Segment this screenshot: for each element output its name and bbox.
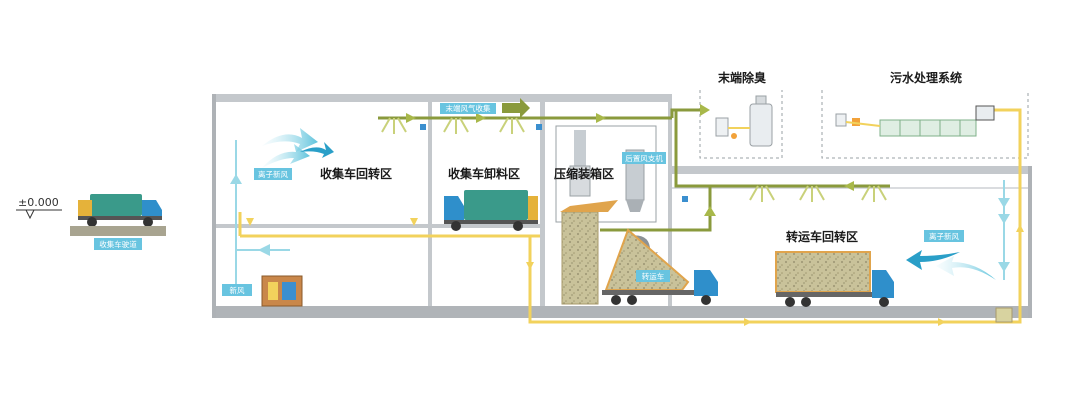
tag-fresh-air: 新风 [222, 284, 252, 296]
svg-text:离子新风: 离子新风 [929, 231, 959, 241]
column [428, 94, 432, 306]
sewage-equipment [835, 105, 995, 137]
label-collection-turn: 收集车回转区 [320, 166, 392, 181]
compactor-column [561, 211, 599, 305]
ion-air-flow-right [906, 250, 996, 280]
column [540, 94, 545, 306]
tag-rear-exhaust: 后置风支机 [622, 152, 666, 164]
label-collection-unload: 收集车卸料区 [448, 166, 520, 181]
transfer-truck-right [775, 251, 894, 307]
pipe-arrow [938, 318, 946, 326]
label-compress-box: 压缩装箱区 [554, 166, 614, 181]
road-surface [70, 226, 166, 236]
truck-cab [872, 270, 894, 298]
duct-nozzles [381, 117, 887, 202]
tag-road: 收集车驶道 [94, 238, 142, 250]
deodor-equipment [715, 95, 773, 147]
duct-flow-arrow [502, 103, 520, 113]
deodor-box [699, 90, 783, 159]
tag-ion-air-right: 离子新风 [924, 230, 964, 242]
truck-cab [444, 196, 464, 220]
container [775, 251, 871, 293]
label-end-deodor: 末端除臭 [718, 70, 766, 85]
pipe-arrow [410, 218, 418, 226]
svg-text:转运车: 转运车 [642, 271, 665, 281]
duct-arrows [406, 104, 854, 216]
level-marker: ±0.000 [16, 196, 62, 220]
mid-slab [212, 224, 542, 228]
pipe-arrow [246, 218, 254, 226]
scrubber-tower [749, 103, 773, 147]
svg-text:新风: 新风 [230, 285, 245, 295]
tag-ion-air-left: 离子新风 [254, 168, 292, 180]
tag-transfer-truck: 转运车 [636, 270, 670, 282]
duct-blue-fittings [420, 124, 688, 202]
column [668, 94, 672, 306]
roof-slab [212, 94, 672, 102]
compressor-ram [574, 130, 586, 166]
left-wall [212, 94, 216, 318]
svg-text:末端风气收集: 末端风气收集 [446, 103, 491, 113]
pipe-arrow [1016, 224, 1024, 232]
drain-pit [995, 307, 1013, 323]
svg-text:离子新风: 离子新风 [258, 169, 288, 179]
building-structure [212, 94, 1032, 318]
truck-cab [142, 200, 162, 218]
tag-end-exhaust: 末端风气收集 [440, 103, 496, 114]
truck-body [90, 194, 142, 216]
label-transfer-turn: 转运车回转区 [786, 229, 858, 244]
truck-body [464, 190, 528, 220]
svg-text:后置风支机: 后置风支机 [625, 153, 663, 163]
fresh-air-line [235, 140, 290, 288]
right-wall [1028, 166, 1032, 318]
duct-flow-arrow-head [520, 98, 530, 118]
fresh-air-unit [261, 275, 303, 307]
compressor-cell [555, 125, 657, 223]
pipe-arrow [526, 262, 534, 270]
collection-truck-outside [78, 194, 162, 227]
floor-slab [212, 306, 1032, 318]
ion-air-flow-left [262, 128, 334, 168]
pipe-arrow [744, 318, 752, 326]
fresh-air-arrows [230, 174, 270, 256]
right-roof [672, 166, 1032, 174]
pump [715, 117, 729, 137]
collection-truck-inside [444, 190, 538, 231]
label-sewage: 污水处理系统 [890, 70, 962, 85]
svg-text:收集车驶道: 收集车驶道 [99, 239, 137, 249]
sewage-box [821, 90, 1029, 159]
truck-cab [694, 270, 718, 296]
compressor-body [569, 165, 591, 197]
treatment-tank [879, 119, 977, 137]
transfer-truck-middle [602, 228, 718, 305]
right-air-arrows [998, 198, 1010, 272]
hopper [560, 200, 618, 212]
pipe-arrows [246, 218, 1024, 326]
level-text: ±0.000 [18, 196, 59, 209]
